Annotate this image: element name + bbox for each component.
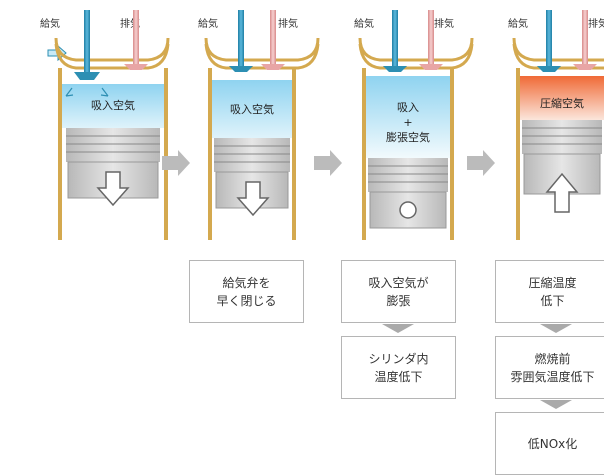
effect-box-compression-temp: 圧縮温度 低下 [495,260,604,323]
effect-box-early-close: 給気弁を 早く閉じる [189,260,304,323]
exhaust-label: 排気 [434,19,454,30]
flow-arrow-3 [467,150,495,176]
intake-label: 給気 [508,19,528,30]
exhaust-label: 排気 [120,19,140,30]
connector-arrow [382,324,414,333]
exhaust-valve [428,10,434,64]
piston [522,120,602,154]
effect-box-atmosphere-temp: 燃焼前 雰囲気温度低下 [495,336,604,399]
intake-label: 給気 [354,19,374,30]
exhaust-valve [270,10,276,64]
cylinder-wall-right [164,68,168,240]
compressed-air-fill [520,76,604,120]
cylinder-wall-right [292,68,296,240]
effect-box-low-nox: 低NOx化 [495,412,604,475]
cylinder-wall-left [516,68,520,240]
effect-box-cylinder-temp: シリンダ内 温度低下 [341,336,456,399]
air-label: 吸入空気 [91,99,135,112]
exhaust-label: 排気 [588,19,604,30]
effect-box-air-expansion: 吸入空気が 膨張 [341,260,456,323]
piston-down-arrow [96,171,130,207]
connector-arrow [540,400,572,409]
engine-stage-2: 給気 排気 吸入空気 [194,0,346,250]
intake-valve [392,10,398,70]
engine-stage-3: 給気 排気 吸入 + 膨張空気 [348,0,500,250]
engine-illustration [204,10,320,240]
intake-valve [238,10,244,70]
engine-stage-1: 給気 排気 吸入空気 [40,0,192,250]
cylinder-wall-left [208,68,212,240]
intake-label: 給気 [40,19,60,30]
flow-arrow-2 [314,150,342,176]
air-label: 圧縮空気 [540,97,584,110]
intake-valve [84,10,90,72]
intake-valve [546,10,552,70]
air-label: 吸入 + 膨張空気 [386,101,430,144]
intake-label: 給気 [198,19,218,30]
exhaust-valve [582,10,588,64]
engine-illustration [47,10,170,240]
piston-up-arrow [545,172,579,213]
engine-illustration [358,10,474,240]
piston [368,158,448,192]
engine-stage-4: 給気 排気 圧縮空気 [502,0,604,250]
piston [66,128,160,162]
intake-air-fill [212,80,292,138]
exhaust-label: 排気 [278,19,298,30]
air-label: 吸入空気 [230,103,274,116]
flow-arrow-1 [162,150,190,176]
engine-illustration [512,10,604,240]
cylinder-wall-left [58,68,62,240]
intake-air-fill [62,84,164,128]
cylinder-wall-right [450,68,454,240]
expanding-air-fill [366,76,450,158]
piston-pin [399,201,417,219]
piston-down-arrow [236,181,270,217]
connector-arrow [540,324,572,333]
piston [214,138,290,172]
exhaust-valve [133,10,139,64]
cylinder-wall-left [362,68,366,240]
